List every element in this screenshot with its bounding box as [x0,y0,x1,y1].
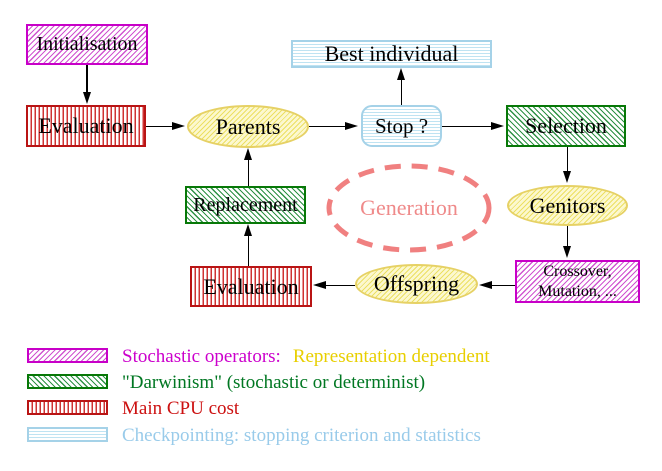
legend-darwinism-label: "Darwinism" (stochastic or determinist) [122,372,426,393]
legend-row-darwinism: "Darwinism" (stochastic or determinist) [122,371,425,395]
legend-cpu-cost-label: Main CPU cost [122,398,240,419]
node-evaluation-top: Evaluation [26,105,146,147]
node-evaluation-bottom: Evaluation [190,266,312,307]
stochastic-operators-swatch [27,348,108,363]
cpu-cost-swatch [27,400,108,415]
node-stop: Stop ? [361,105,442,147]
darwinism-swatch [27,374,108,389]
legend-checkpointing-label: Checkpointing: stopping criterion and st… [122,425,481,446]
node-best-individual: Best individual [291,40,492,68]
node-genitors: Genitors [507,185,628,226]
crossover-line2: Mutation, ... [538,282,617,300]
generation-loop-ellipse: Generation [324,161,494,255]
node-crossover-mutation: Crossover, Mutation, ... [515,260,640,303]
node-offspring: Offspring [355,264,478,304]
legend-row-stochastic: Stochastic operators: Representation dep… [122,345,490,369]
checkpointing-swatch [27,427,108,442]
node-selection: Selection [506,105,626,147]
node-replacement: Replacement [185,186,306,224]
generation-label: Generation [360,195,458,220]
legend-row-cpu-cost: Main CPU cost [122,397,239,421]
crossover-line1: Crossover, [543,263,612,281]
node-initialisation: Initialisation [26,24,148,65]
dashed-ellipse-stroke [326,163,492,253]
legend-stochastic-label: Stochastic operators: [122,346,281,367]
legend-representation-label: Representation dependent [292,346,490,367]
legend-row-checkpointing: Checkpointing: stopping criterion and st… [122,424,481,448]
node-parents: Parents [187,105,309,148]
